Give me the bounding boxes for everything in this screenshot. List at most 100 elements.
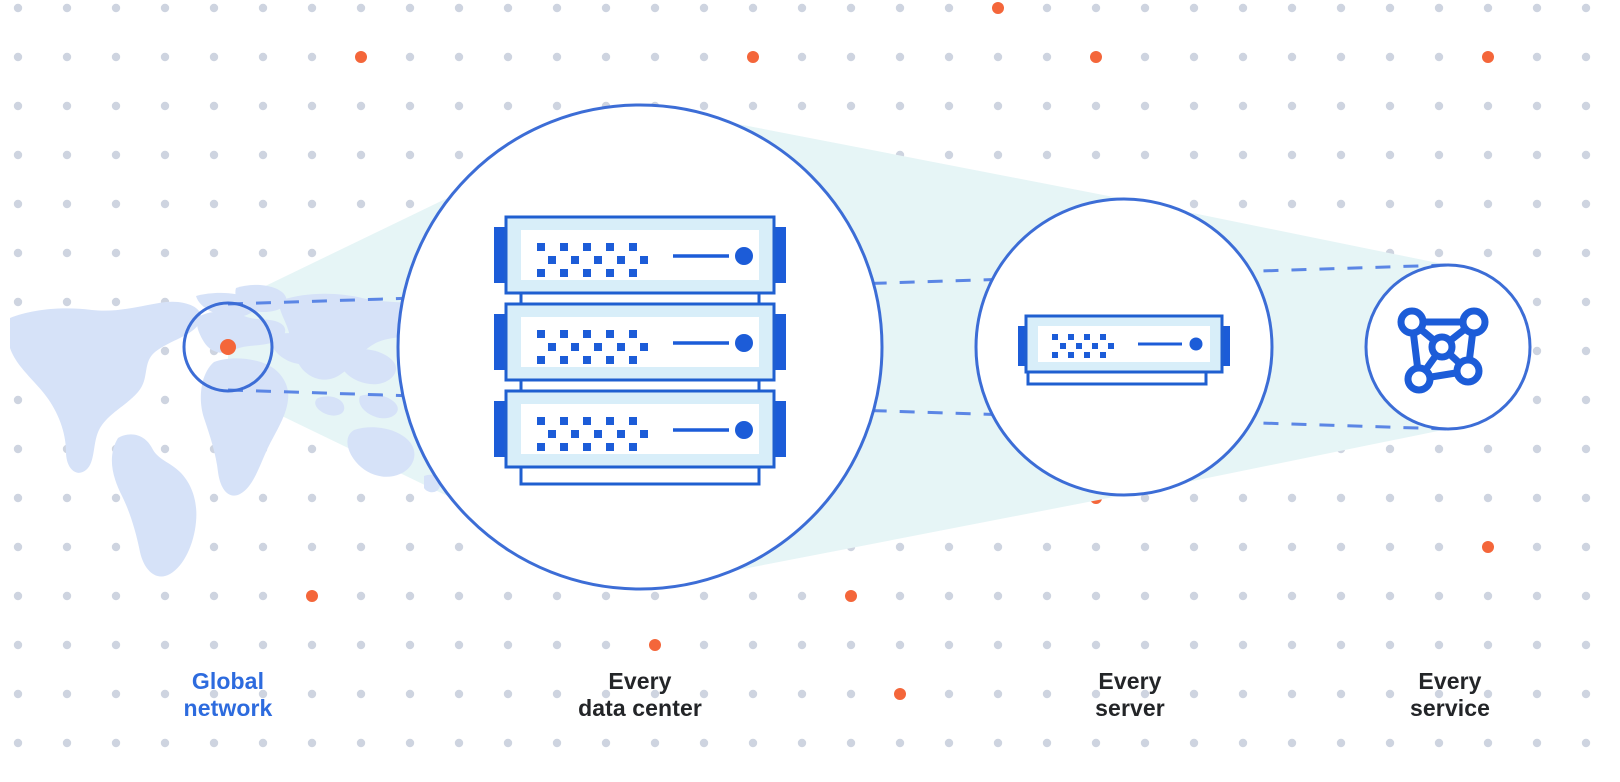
grid-dot — [111, 689, 121, 699]
grid-dot — [111, 640, 121, 650]
grid-dot — [1336, 199, 1346, 209]
grid-dot — [1385, 689, 1395, 699]
grid-dot — [1091, 738, 1101, 748]
grid-dot — [1287, 3, 1297, 13]
grid-dot — [405, 52, 415, 62]
grid-dot — [1287, 591, 1297, 601]
grid-dot — [993, 52, 1003, 62]
grid-dot — [1483, 199, 1493, 209]
grid-dot — [1532, 3, 1542, 13]
grid-dot — [1189, 591, 1199, 601]
grid-dot — [258, 199, 268, 209]
grid-dot — [1287, 101, 1297, 111]
grid-dot-orange — [1482, 541, 1494, 553]
grid-dot — [356, 199, 366, 209]
grid-dot — [846, 689, 856, 699]
grid-dot-orange — [355, 51, 367, 63]
grid-dot — [748, 101, 758, 111]
grid-dot — [62, 52, 72, 62]
grid-dot — [1532, 591, 1542, 601]
grid-dot — [307, 444, 317, 454]
grid-dot — [1532, 542, 1542, 552]
grid-dot — [160, 738, 170, 748]
grid-dot — [1581, 591, 1591, 601]
grid-dot — [160, 395, 170, 405]
grid-dot — [1434, 542, 1444, 552]
grid-dot — [1385, 493, 1395, 503]
grid-dot — [111, 738, 121, 748]
grid-dot — [1434, 199, 1444, 209]
grid-dot — [503, 3, 513, 13]
grid-dot — [209, 640, 219, 650]
grid-dot — [1532, 346, 1542, 356]
grid-dot — [944, 542, 954, 552]
grid-dot — [1581, 542, 1591, 552]
grid-dot — [356, 150, 366, 160]
rack-ports-2 — [537, 330, 648, 364]
grid-dot — [1385, 542, 1395, 552]
grid-dot — [1532, 199, 1542, 209]
grid-dot — [846, 738, 856, 748]
grid-dot — [1532, 395, 1542, 405]
grid-dot — [1581, 297, 1591, 307]
grid-dot — [454, 591, 464, 601]
grid-dot — [209, 248, 219, 258]
rack-unit-1 — [494, 215, 786, 295]
grid-dot — [1189, 150, 1199, 160]
grid-dot — [1042, 640, 1052, 650]
grid-dot-orange — [306, 590, 318, 602]
grid-dot — [1140, 150, 1150, 160]
grid-dot — [552, 3, 562, 13]
grid-dot-orange — [1482, 51, 1494, 63]
grid-dot-orange — [992, 2, 1004, 14]
grid-dot — [1532, 640, 1542, 650]
grid-dot — [356, 542, 366, 552]
grid-dot — [62, 640, 72, 650]
grid-dot — [1042, 101, 1052, 111]
grid-dot — [944, 591, 954, 601]
grid-dot — [1287, 542, 1297, 552]
grid-dot — [1532, 738, 1542, 748]
grid-dot — [1140, 689, 1150, 699]
grid-dot — [1483, 444, 1493, 454]
grid-dot — [258, 493, 268, 503]
grid-dot — [1287, 199, 1297, 209]
grid-dot — [944, 738, 954, 748]
grid-dot — [13, 52, 23, 62]
grid-dot — [1336, 493, 1346, 503]
grid-dot — [1434, 493, 1444, 503]
grid-dot — [62, 248, 72, 258]
grid-dot — [552, 52, 562, 62]
grid-dot — [405, 591, 415, 601]
rack-unit-2 — [494, 302, 786, 382]
grid-dot — [160, 444, 170, 454]
grid-dot — [111, 297, 121, 307]
grid-dot — [601, 52, 611, 62]
grid-dot-orange — [747, 51, 759, 63]
grid-dot — [944, 640, 954, 650]
grid-dot — [993, 640, 1003, 650]
stage-label-data-center: Every data center — [578, 668, 702, 721]
grid-dot — [1483, 493, 1493, 503]
grid-dot — [111, 101, 121, 111]
grid-dot — [454, 150, 464, 160]
grid-dot — [1581, 689, 1591, 699]
grid-dot — [209, 591, 219, 601]
grid-dot — [1287, 150, 1297, 160]
grid-dot — [1189, 689, 1199, 699]
grid-dot — [1091, 689, 1101, 699]
rack-unit-3 — [494, 389, 786, 469]
grid-dot — [258, 150, 268, 160]
grid-dot — [895, 101, 905, 111]
grid-dot — [601, 640, 611, 650]
grid-dot — [160, 591, 170, 601]
grid-dot — [209, 150, 219, 160]
grid-dot — [1140, 591, 1150, 601]
grid-dot — [699, 52, 709, 62]
grid-dot — [1483, 101, 1493, 111]
grid-dot — [1581, 101, 1591, 111]
grid-dot — [1434, 3, 1444, 13]
grid-dot — [62, 101, 72, 111]
grid-dot — [601, 738, 611, 748]
